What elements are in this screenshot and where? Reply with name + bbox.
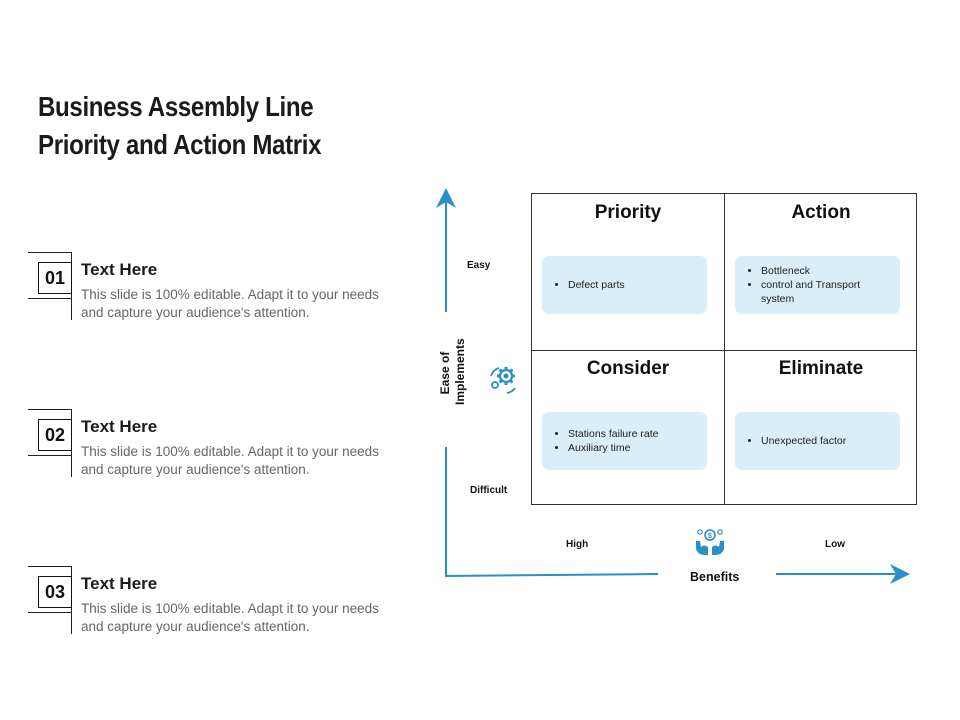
item-number: 01 [38,262,72,294]
quadrant-points: Stations failure rate Auxiliary time [554,427,658,455]
list-item-1: 01 Text Here This slide is 100% editable… [28,252,408,332]
item-number: 03 [38,576,72,608]
x-axis-title: Benefits [690,570,740,584]
gears-icon [490,367,516,394]
list-item: Auxiliary time [568,441,658,455]
y-axis-title: Ease of Implements [438,338,468,405]
item-number: 02 [38,419,72,451]
title-line-2: Priority and Action Matrix [38,129,322,160]
item-description: This slide is 100% editable. Adapt it to… [81,287,379,320]
hands-money-icon: $ [696,529,724,555]
list-item: Unexpected factor [761,434,846,448]
quadrant-consider: Consider Stations failure rate Auxiliary… [532,350,724,506]
list-item: Defect parts [568,278,625,292]
quadrant-title: Consider [586,358,670,379]
quadrant-title: Action [791,202,851,223]
svg-text:$: $ [708,533,712,540]
y-axis-title-line-2: Implements [453,338,467,405]
priority-matrix: Priority Defect parts Action Bottleneck … [531,193,917,505]
item-description: This slide is 100% editable. Adapt it to… [81,601,379,634]
quadrant-title: Eliminate [778,358,864,379]
list-item: control and Transport system [761,278,892,306]
x-axis-line [444,573,659,577]
quadrant-box: Defect parts [542,256,707,314]
quadrant-action: Action Bottleneck control and Transport … [725,194,917,350]
list-item: Stations failure rate [568,427,658,441]
list-item: Bottleneck [761,264,892,278]
item-heading: Text Here [81,574,158,593]
quadrant-box: Bottleneck control and Transport system [735,256,900,314]
y-axis-bottom-label: Difficult [470,485,508,496]
page-title: Business Assembly Line Priority and Acti… [38,88,365,164]
x-axis-right-label: Low [825,539,845,550]
item-heading: Text Here [81,417,158,436]
quadrant-box: Unexpected factor [735,412,900,470]
item-description: This slide is 100% editable. Adapt it to… [81,444,379,477]
x-axis-left-label: High [566,539,589,550]
quadrant-title: Priority [594,202,662,223]
y-axis-top-label: Easy [467,260,491,271]
y-axis-title-line-1: Ease of [438,351,452,395]
quadrant-points: Bottleneck control and Transport system [747,264,892,306]
list-item-2: 02 Text Here This slide is 100% editable… [28,409,408,489]
list-item-3: 03 Text Here This slide is 100% editable… [28,566,408,646]
title-line-1: Business Assembly Line [38,91,314,122]
quadrant-points: Defect parts [554,278,625,292]
quadrant-eliminate: Eliminate Unexpected factor [725,350,917,506]
quadrant-priority: Priority Defect parts [532,194,724,350]
item-heading: Text Here [81,260,158,279]
quadrant-box: Stations failure rate Auxiliary time [542,412,707,470]
quadrant-points: Unexpected factor [747,434,846,448]
